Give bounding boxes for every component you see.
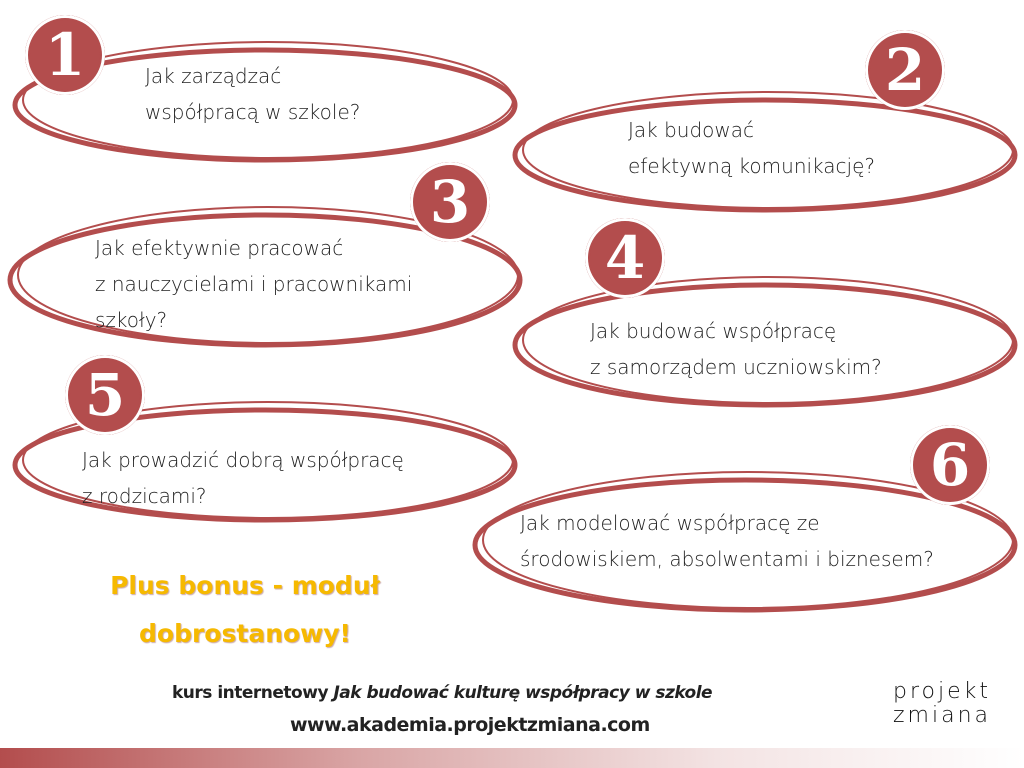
question-line: Jak modelować współpracę ze [520,511,820,535]
logo-line: projekt [893,679,991,704]
logo-line: zmiana [893,703,991,728]
number-badge-5: 5 [65,355,145,435]
number-badge-6: 6 [910,425,990,505]
number-badge-4: 4 [585,218,665,298]
question-line: szkoły? [95,308,168,332]
bonus-line: Plus bonus - moduł [110,571,380,600]
bonus-text: Plus bonus - moduł dobrostanowy! [60,562,430,658]
footer-prefix: kurs internetowy [172,683,334,703]
number-badge-3: 3 [410,162,490,242]
ellipse-2 [512,97,1018,213]
question-3: Jak efektywnie pracować z nauczycielami … [95,230,412,338]
footer-course: kurs internetowy Jak budować kulturę wsp… [172,683,713,703]
course-title: Jak budować kulturę współpracy w szkole [333,683,713,703]
question-line: współpracą w szkole? [145,100,361,124]
ellipse-4 [512,282,1018,408]
question-2: Jak budować efektywną komunikację? [628,112,875,184]
ellipse-3 [7,212,523,348]
ellipse-5 [12,407,518,523]
ellipse-6 [472,477,1018,613]
question-6: Jak modelować współpracę ze środowiskiem… [520,505,934,577]
bonus-line: dobrostanowy! [139,619,351,648]
question-line: z rodzicami? [82,484,207,508]
question-line: Jak prowadzić dobrą współpracę [82,448,404,472]
question-line: z nauczycielami i pracownikami [95,272,413,296]
logo-projekt-zmiana: projekt zmiana [893,680,991,728]
question-line: z samorządem uczniowskim? [590,355,882,379]
question-5: Jak prowadzić dobrą współpracę z rodzica… [82,442,404,514]
question-line: Jak efektywnie pracować [95,236,344,260]
ellipse-1 [12,47,518,163]
question-line: Jak zarządzać [145,64,282,88]
number-badge-2: 2 [865,30,945,110]
question-4: Jak budować współpracę z samorządem uczn… [590,313,882,385]
bottom-gradient-bar [0,748,1024,768]
question-1: Jak zarządzać współpracą w szkole? [145,58,360,130]
question-line: efektywną komunikację? [628,154,876,178]
question-line: środowiskiem, absolwentami i biznesem? [520,547,934,571]
number-badge-1: 1 [25,15,105,95]
question-line: Jak budować [628,118,755,142]
question-line: Jak budować współpracę [590,319,837,343]
footer-url[interactable]: www.akademia.projektzmiana.com [290,714,650,736]
